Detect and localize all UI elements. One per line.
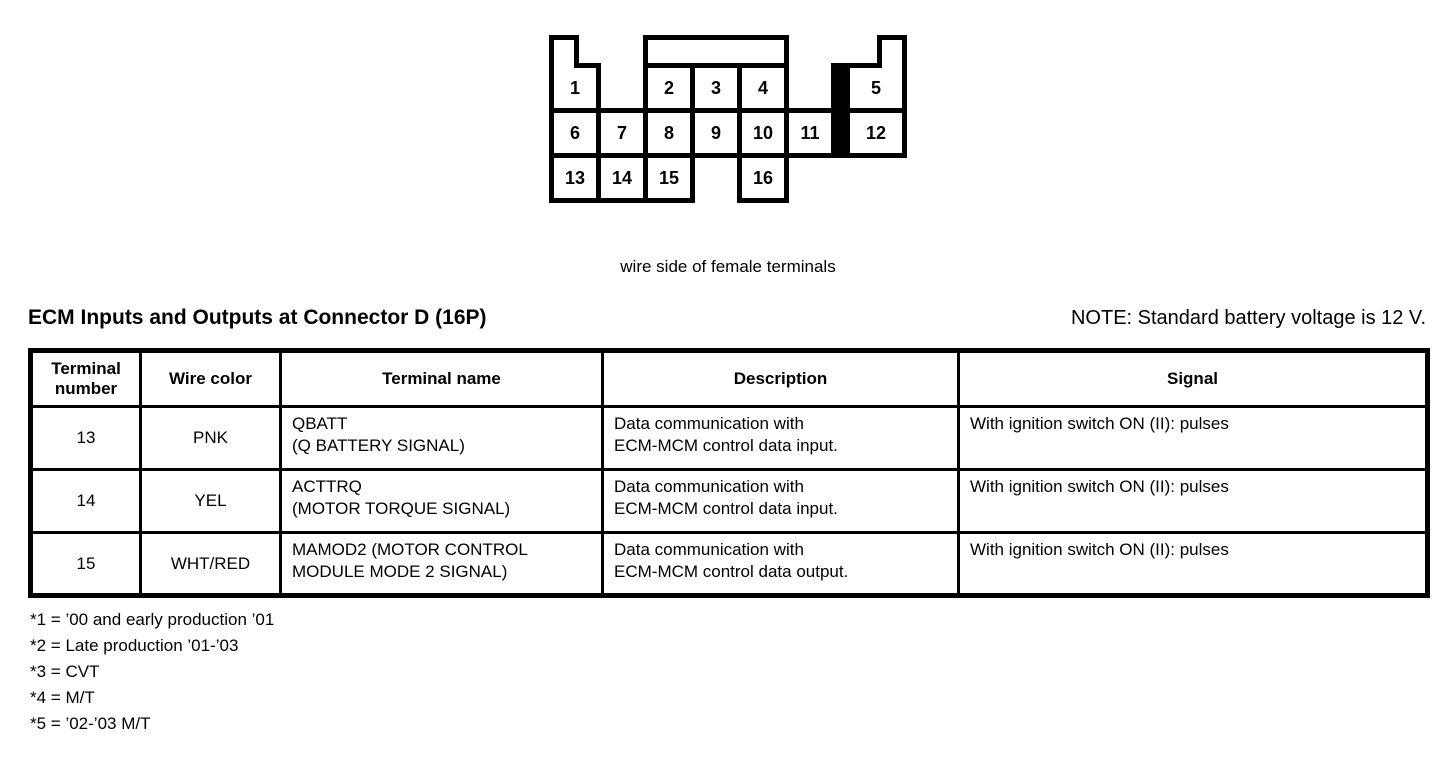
table-row: 15 WHT/RED MAMOD2 (MOTOR CONTROL MODULE …: [29, 531, 1429, 597]
pin-8: 8: [643, 108, 695, 158]
connector-caption: wire side of female terminals: [620, 257, 836, 276]
footnote-3: *3 = CVT: [30, 662, 100, 681]
connector-diagram: 1 2 3 4 5 6 7 8 9 10 11 12 13 14 15 16: [549, 35, 907, 208]
terminal-number-cell: 15: [29, 531, 142, 597]
battery-voltage-note: NOTE: Standard battery voltage is 12 V.: [1070, 307, 1426, 329]
table-row: 14 YEL ACTTRQ (MOTOR TORQUE SIGNAL) Data…: [29, 468, 1429, 534]
wire-color-cell: YEL: [139, 468, 282, 534]
footnote-1: *1 = ’00 and early production ’01: [30, 610, 275, 629]
pin-16: 16: [737, 153, 789, 203]
col-header-terminal-name: Terminal name: [279, 349, 604, 408]
pin-6: 6: [549, 108, 601, 158]
pin-9: 9: [690, 108, 742, 158]
wire-color-cell: WHT/RED: [139, 531, 282, 597]
pin-14: 14: [596, 153, 648, 203]
footnotes: *1 = ’00 and early production ’01 *2 = L…: [30, 607, 1456, 737]
col-header-description: Description: [601, 349, 960, 408]
section-header: ECM Inputs and Outputs at Connector D (1…: [28, 306, 1426, 330]
description-cell: Data communication with ECM-MCM control …: [601, 531, 960, 597]
pin-2: 2: [643, 63, 695, 113]
col-header-wire-color: Wire color: [139, 349, 282, 408]
table-row: 13 PNK QBATT (Q BATTERY SIGNAL) Data com…: [29, 405, 1429, 471]
connector-key-slot-icon: [643, 35, 789, 68]
terminal-name-cell: MAMOD2 (MOTOR CONTROL MODULE MODE 2 SIGN…: [279, 531, 604, 597]
pin-13: 13: [549, 153, 601, 203]
section-title: ECM Inputs and Outputs at Connector D (1…: [28, 306, 487, 329]
table-header-row: Terminal number Wire color Terminal name…: [29, 349, 1429, 408]
description-cell: Data communication with ECM-MCM control …: [601, 468, 960, 534]
col-header-terminal-number: Terminal number: [29, 349, 142, 408]
description-cell: Data communication with ECM-MCM control …: [601, 405, 960, 471]
pin-3: 3: [690, 63, 742, 113]
pin-12: 12: [845, 108, 907, 158]
signal-cell: With ignition switch ON (II): pulses: [957, 531, 1429, 597]
wire-color-cell: PNK: [139, 405, 282, 471]
pin-11: 11: [784, 108, 836, 158]
pin-5: 5: [845, 63, 907, 113]
terminal-number-cell: 14: [29, 468, 142, 534]
footnote-4: *4 = M/T: [30, 688, 95, 707]
pin-15: 15: [643, 153, 695, 203]
col-header-signal: Signal: [957, 349, 1429, 408]
manual-page: 1 2 3 4 5 6 7 8 9 10 11 12 13 14 15 16 w…: [0, 35, 1456, 768]
terminal-name-cell: ACTTRQ (MOTOR TORQUE SIGNAL): [279, 468, 604, 534]
connector-separator-bar: [831, 63, 845, 158]
signal-cell: With ignition switch ON (II): pulses: [957, 405, 1429, 471]
connector-key-tab-right-icon: [877, 35, 907, 68]
footnote-5: *5 = ’02-’03 M/T: [30, 714, 151, 733]
pin-4: 4: [737, 63, 789, 113]
terminal-number-cell: 13: [29, 405, 142, 471]
terminal-name-cell: QBATT (Q BATTERY SIGNAL): [279, 405, 604, 471]
pin-10: 10: [737, 108, 789, 158]
signal-cell: With ignition switch ON (II): pulses: [957, 468, 1429, 534]
footnote-2: *2 = Late production ’01-’03: [30, 636, 239, 655]
pin-7: 7: [596, 108, 648, 158]
pin-1: 1: [549, 63, 601, 113]
ecm-io-table: Terminal number Wire color Terminal name…: [28, 348, 1430, 598]
connector-key-tab-left-icon: [549, 35, 579, 68]
